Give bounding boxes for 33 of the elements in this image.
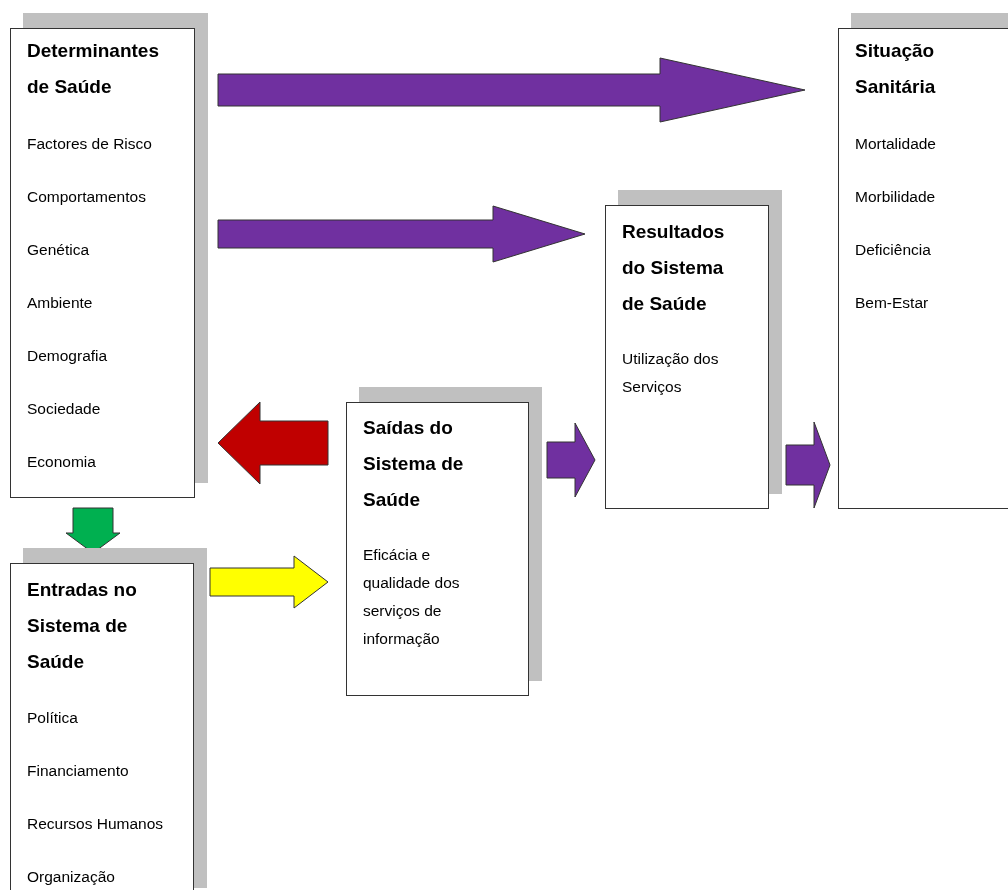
block-arrow [217, 205, 586, 263]
box-heading: Entradas no Sistema de Saúde [27, 578, 138, 674]
box-item: Genética [27, 240, 91, 260]
block-arrow [217, 57, 806, 123]
box-item: Recursos Humanos [27, 814, 165, 834]
block-arrow [217, 401, 329, 485]
box-heading: Resultados do Sistema de Saúde [622, 220, 726, 316]
box-item: Comportamentos [27, 187, 147, 207]
box-item: Bem-Estar [855, 293, 930, 313]
box-heading: Saídas do Sistema de Saúde [363, 416, 465, 512]
box-item: Deficiência [855, 240, 932, 260]
box-heading: Situação Sanitária [855, 39, 937, 99]
box-item: Mortalidade [855, 134, 937, 154]
text-box [838, 28, 1008, 509]
box-item: Ambiente [27, 293, 94, 313]
text-box [10, 563, 194, 890]
text-box [605, 205, 769, 509]
block-arrow [546, 422, 596, 498]
text-box [10, 28, 195, 498]
box-item: Política [27, 708, 79, 728]
box-heading: Determinantes de Saúde [27, 39, 160, 99]
block-arrow [785, 421, 831, 509]
box-item: Utilização dos Serviços [622, 349, 720, 397]
box-item: Factores de Risco [27, 134, 153, 154]
block-arrow [209, 555, 329, 609]
box-item: Economia [27, 452, 97, 472]
box-item: Demografia [27, 346, 109, 366]
box-item: Sociedade [27, 399, 102, 419]
box-item: Morbilidade [855, 187, 937, 207]
box-item: Financiamento [27, 761, 130, 781]
box-item: Eficácia e qualidade dos serviços de informação [363, 545, 461, 649]
box-item: Organização [27, 867, 116, 887]
text-box [346, 402, 529, 696]
